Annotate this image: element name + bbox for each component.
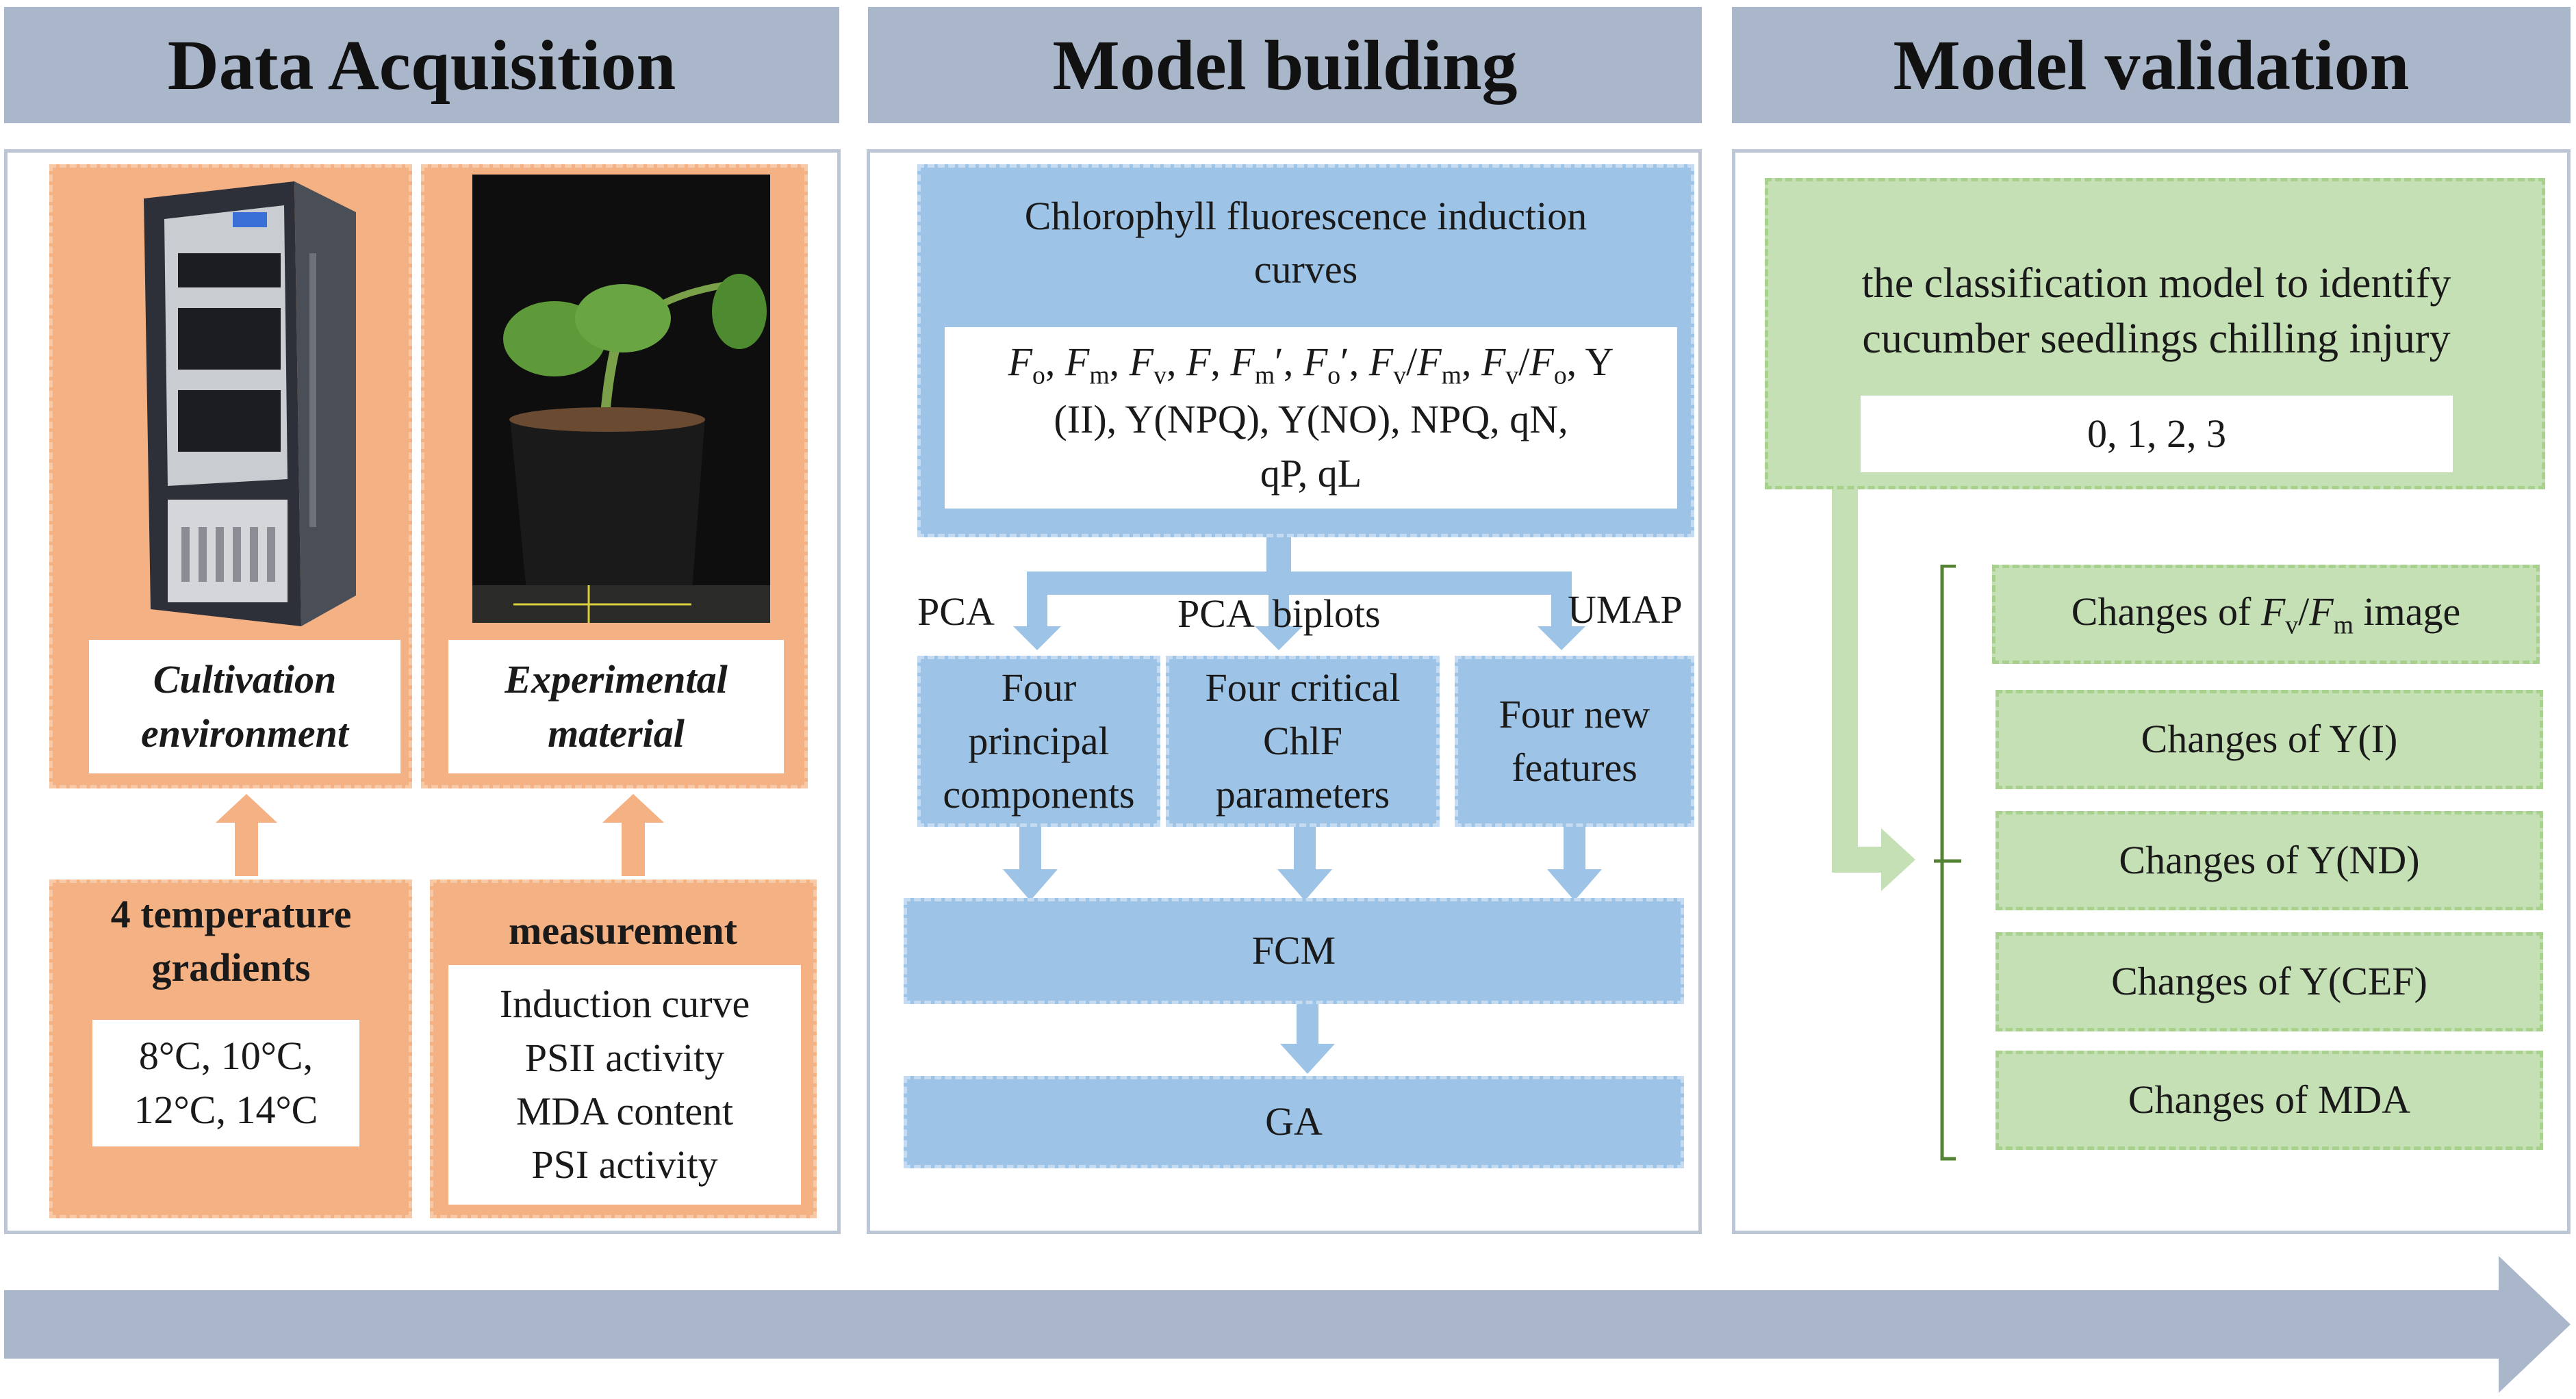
chlf-parameters-line2: (II), Y(NPQ), Y(NO), NPQ, qN, [1054,397,1568,442]
header-model-building: Model building [868,7,1702,123]
arrow-critical-to-fcm [1277,827,1332,901]
up-arrow-cultivation [216,794,277,876]
fcm-box: FCM [904,898,1684,1004]
header-model-validation: Model validation [1732,7,2571,123]
up-arrow-material [602,794,664,876]
branch-connector [1013,537,1585,650]
method-umap: UMAP [1568,587,1683,632]
arrow-fcm-to-ga [1280,1004,1335,1074]
measurement-title: measurement [509,908,737,953]
change-y-nd: Changes of Y(ND) [1995,811,2543,910]
green-connector-arrow [1832,489,1915,891]
cucumber-seedling-image [472,175,770,623]
change-y-i: Changes of Y(I) [1995,690,2543,789]
classification-levels: 0, 1, 2, 3 [1861,396,2453,472]
change-y-cef: Changes of Y(CEF) [1995,932,2543,1031]
seedling-illustration [472,175,770,623]
chlf-parameters-line3: qP, qL [1260,450,1362,496]
method-pca-biplots: PCA biplots [1177,591,1381,636]
growth-chamber-image [130,171,363,637]
change-fvfm-image: Changes of Fv/Fm image [1992,565,2540,664]
header-data-acquisition: Data Acquisition [4,7,839,123]
growth-chamber-illustration [144,181,356,626]
method-pca: PCA [917,589,995,634]
workflow-arrow [4,1256,2571,1393]
changes-bracket [1934,565,1961,1161]
chlf-parameters-list: Fo, Fm, Fv, F, Fmʹ, Foʹ, Fv/Fm, Fv/Fo, Y… [945,327,1677,509]
measurement-items: Induction curve PSII activity MDA conten… [448,965,801,1205]
arrow-features-to-fcm [1547,827,1602,901]
temperature-values: 8°C, 10°C,12°C, 14°C [92,1020,359,1146]
arrow-components-to-fcm [1003,827,1058,901]
change-mda: Changes of MDA [1995,1051,2543,1150]
ga-box: GA [904,1076,1684,1168]
